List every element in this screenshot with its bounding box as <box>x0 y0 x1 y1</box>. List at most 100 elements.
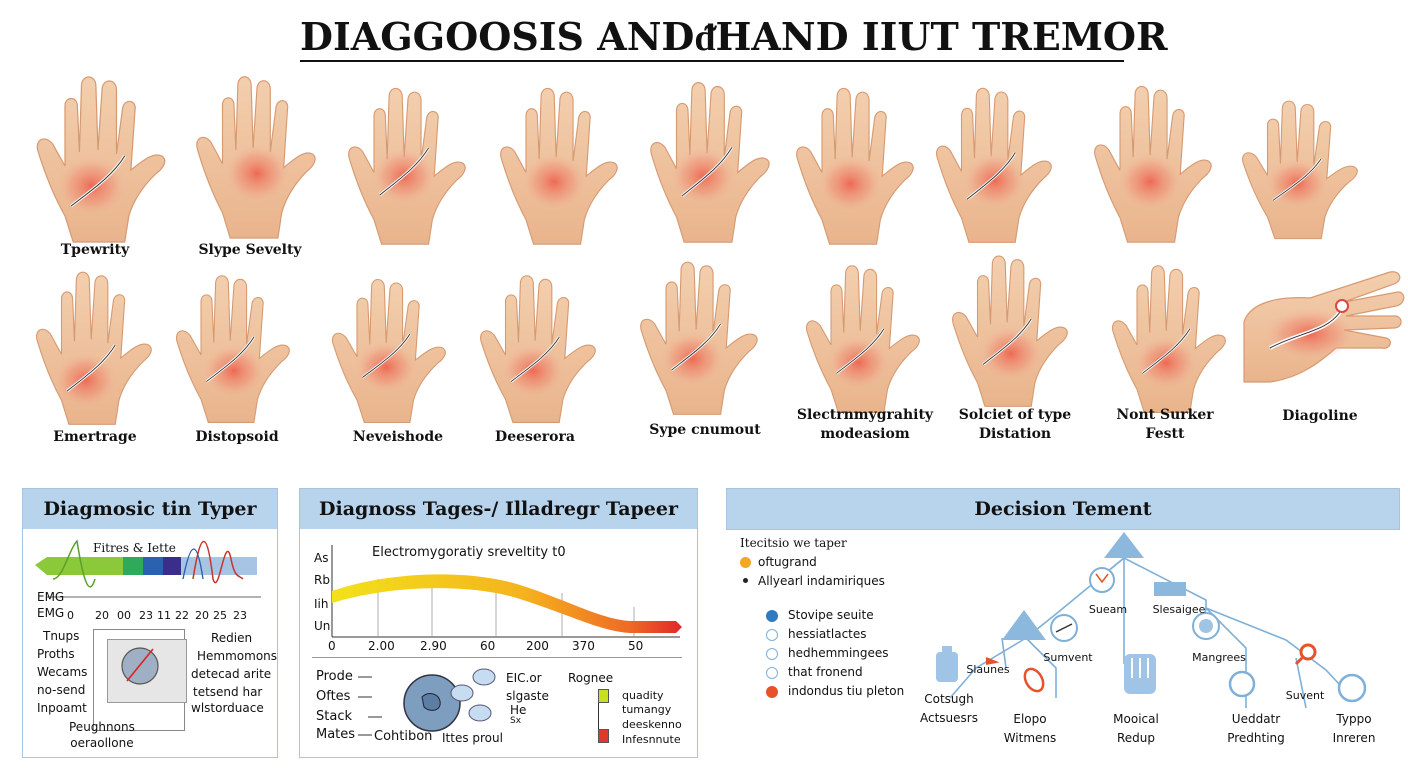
tree-node-label: Sumvent <box>1043 651 1093 664</box>
right-label-1: Redien <box>211 631 253 645</box>
hand-illustration <box>634 252 762 418</box>
legend-item-2: tumangy <box>622 703 672 716</box>
legend-swatch-yellow <box>598 689 609 703</box>
hand-label-row2-2: Distopsoid <box>195 429 279 445</box>
emg-tick: 23 <box>139 609 153 622</box>
y-label-2: Rb <box>314 573 330 587</box>
key-marker <box>766 667 778 679</box>
hand-illustration-side <box>1240 262 1406 388</box>
severity-x-tick: 0 <box>328 639 336 653</box>
emg-tick: 22 <box>175 609 189 622</box>
key-marker <box>766 648 778 660</box>
cluster-sx: Sx <box>510 716 522 726</box>
title-underline <box>300 60 1124 62</box>
y-label-3: Iih <box>314 597 329 611</box>
panel-stages: Diagnoss Tages-/ Illadregr Tapeer Electr… <box>299 488 698 758</box>
panel-decision: Decision Tement Itecitsio we taper oftug… <box>726 488 1400 760</box>
emg-tick: 0 <box>67 609 74 622</box>
severity-x-tick: 2.90 <box>420 639 447 653</box>
legend-title: Rognee <box>568 671 614 685</box>
key-marker <box>766 629 778 641</box>
hand-label-row2-5: Sype cnumout <box>649 422 761 438</box>
key-item-label: indondus tiu pleton <box>788 684 905 698</box>
decision-tree <box>936 532 1367 709</box>
list-leader-lines <box>358 674 461 736</box>
emg-tick: 20 <box>95 609 109 622</box>
bottom-label: Peughnons oeraollone <box>69 720 135 750</box>
branch-rect <box>1154 582 1186 596</box>
legend-item-1: quadity <box>622 689 664 702</box>
hand-label-row2-4: Deeserora <box>495 429 575 445</box>
severity-x-tick: 2.00 <box>368 639 395 653</box>
right-label-2: Hemmomons <box>197 649 278 663</box>
tree-node-label: Typpo Inreren <box>1332 712 1376 745</box>
decision-legend-title: Itecitsio we taper <box>740 536 847 550</box>
emg-tick: 25 <box>213 609 227 622</box>
hand-illustration <box>790 78 918 248</box>
circle-caption: Cohtibon <box>374 729 433 744</box>
hand-label-row1-1: Tpewrity <box>60 242 130 258</box>
hand-label-row2-6: Slectrnmygrahity modeasiom <box>796 407 934 442</box>
hand-illustration <box>30 262 156 428</box>
hand-label-row2-9: Diagoline <box>1282 408 1358 424</box>
panel-diagnostic: Diagmosic tin Typer Fitres & Iette EMG E… <box>22 488 278 758</box>
emg-label-2: EMG <box>37 606 65 620</box>
left-label-4: no-send <box>37 683 86 697</box>
severity-segment-light <box>181 557 257 575</box>
hand-illustration <box>644 72 774 246</box>
severity-segment-purple <box>163 557 181 575</box>
waveform-label: Fitres & Iette <box>93 541 176 555</box>
legend-item-4: Infesnnute <box>622 733 681 746</box>
key-item-label: hessiatlactes <box>788 627 867 641</box>
waveform-green <box>52 539 96 588</box>
y-label-4: Un <box>314 619 331 633</box>
page-title: DIAGGOOSIS ANDᵭHAND IIUT TREMOR <box>300 14 1168 59</box>
tree-node-label: Ueddatr Predhting <box>1227 712 1285 745</box>
cluster-title: EIC.or <box>506 671 542 685</box>
severity-chart-title: Electromygoratiy sreveltity t0 <box>372 545 566 560</box>
hand-illustration <box>1088 76 1216 246</box>
hand-illustration <box>946 246 1072 410</box>
hand-illustration <box>170 266 294 426</box>
hand-illustration <box>800 256 924 416</box>
tree-node-label: Slesaigee <box>1152 603 1206 616</box>
severity-x-tick: 370 <box>572 639 595 653</box>
severity-segment-blue <box>143 557 163 575</box>
legend-dot-orange <box>740 557 751 568</box>
list-label-2: Oftes <box>316 689 351 704</box>
emg-tick: 11 <box>157 609 171 622</box>
emg-label-1: EMG <box>37 590 65 604</box>
severity-x-tick: 200 <box>526 639 549 653</box>
severity-x-tick: 60 <box>480 639 496 653</box>
legend-swatch-red <box>598 729 609 743</box>
severity-x-tick: 50 <box>628 639 644 653</box>
list-label-1: Prode <box>316 669 353 684</box>
panel-decision-title: Decision Tement <box>726 488 1400 530</box>
panel-diagnostic-title: Diagmosic tin Typer <box>23 489 277 529</box>
legend-item-3: deeskenno <box>622 718 682 731</box>
hand-label-row2-8: Nont Surker Festt <box>1116 407 1214 442</box>
cluster-subtitle: slgaste <box>506 689 549 703</box>
key-item-label: Stovipe seuite <box>788 608 874 622</box>
hand-label-row2-1: Emertrage <box>53 429 137 445</box>
node-circle-5 <box>1228 670 1256 698</box>
hand-illustration <box>1236 92 1362 242</box>
key-marker <box>766 610 778 622</box>
right-label-3: detecad arite <box>191 667 272 681</box>
tree-node-label: Elopo Witmens <box>1003 712 1057 745</box>
left-label-2: Proths <box>37 647 75 661</box>
node-jar <box>936 652 958 682</box>
hand-label-row2-7: Solciet of type Distation <box>958 407 1072 442</box>
key-item-label: hedhemmingees <box>788 646 889 660</box>
cell-cluster <box>450 668 496 722</box>
node-circle-4 <box>1299 643 1317 661</box>
cluster-he: He <box>510 703 527 717</box>
divider <box>312 657 682 658</box>
root-triangle <box>1104 532 1144 558</box>
left-label-5: Inpoamt <box>37 701 87 715</box>
left-label-1: Tnups <box>43 629 80 643</box>
tree-node-label: Slaunes <box>966 663 1010 676</box>
severity-segment-green <box>123 557 143 575</box>
tree-node-label: Mooical Redup <box>1113 712 1159 745</box>
hand-illustration <box>190 66 320 242</box>
